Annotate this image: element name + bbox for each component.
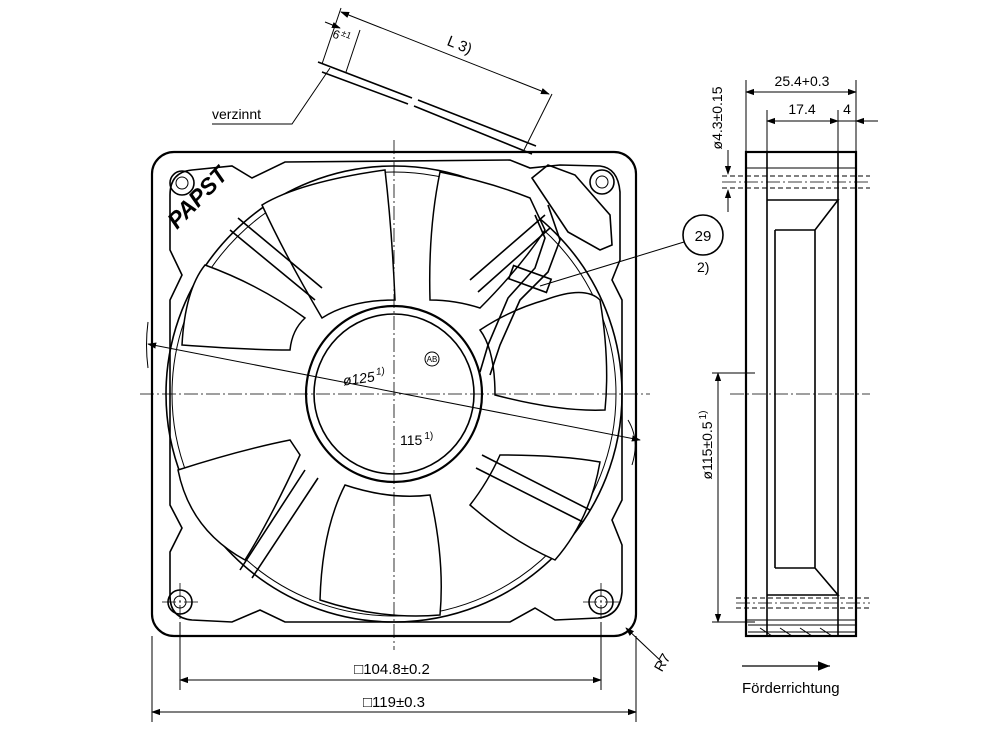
airflow-label: Förderrichtung [742,680,840,697]
fan-blade [319,484,442,617]
diameter-125-label: ø1251) [342,366,387,389]
lead-wire-detail: 6±1 L 3) verzinnt [212,7,553,155]
hole-pitch-label: □104.8±0.2 [354,661,430,678]
depth-frame-label: 17.4 [788,101,815,117]
mounting-hole-tr [589,169,615,195]
side-view: 25.4+0.3 17.4 4 ø4.3±0.15 ø115±0.51) [698,73,878,638]
tinned-label: verzinnt [212,106,261,122]
flange-label: 4 [843,101,851,117]
strip-length-label: 6±1 [331,25,353,46]
brand-logo: PAPST [162,160,234,233]
fan-blades [177,169,608,617]
depth-total-label: 25.4+0.3 [775,73,830,89]
side-venturi [767,199,840,596]
reference-bubble [682,214,724,256]
radius-label: R7 [651,650,674,674]
side-diameter-label: ø115±0.51) [698,411,715,480]
frame-size-label: □119±0.3 [363,694,425,711]
cable-exit-housing [530,164,613,251]
frame-struts [229,214,591,579]
hub-mark: AB [427,355,438,364]
fan-blade [428,171,546,309]
side-frame-outline [744,150,858,638]
hole-diameter-label: ø4.3±0.15 [709,86,725,149]
diameter-125-line [147,342,641,442]
mounting-hole-tl [169,170,195,196]
fan-blade [468,454,601,561]
fan-blade [177,439,301,561]
airflow-direction: Förderrichtung [742,661,840,697]
fan-blade [478,291,608,411]
front-dimensions: □104.8±0.2 □119±0.3 R7 [151,622,674,722]
cable-clip [507,264,553,294]
reference-note: 2) [697,259,709,275]
fan-blade [181,264,307,351]
fan-blade [261,169,396,320]
reference-callout: 29 2) [539,214,724,287]
frame-inner-contour [169,159,623,623]
reference-number: 29 [695,228,712,245]
